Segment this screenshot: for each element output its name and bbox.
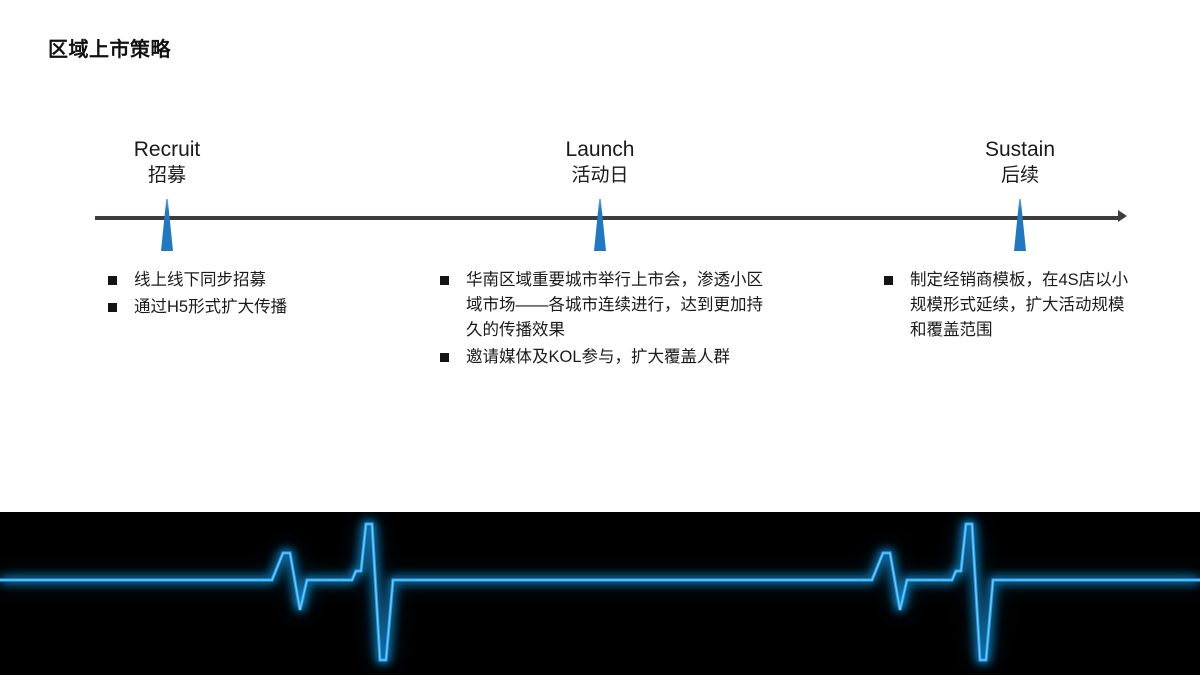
ecg-waveform-icon <box>0 522 1200 662</box>
milestone-label-group: Recruit 招募 <box>37 137 297 512</box>
bullet-square-icon <box>108 303 117 312</box>
milestone-label-en: Recruit <box>133 138 201 161</box>
page-title: 区域上市策略 <box>48 39 171 61</box>
timeline: Recruit 招募 Launch 活动日 Sustain 后续 <box>37 137 1150 512</box>
milestone-label-group: Launch 活动日 <box>470 137 730 512</box>
bullet-square-icon <box>440 276 449 285</box>
list-item: 华南区域重要城市举行上市会，渗透小区域市场——各城市连续进行，达到更加持久的传播… <box>440 268 766 343</box>
bullet-square-icon <box>440 353 449 362</box>
milestone-bullets-sustain: 制定经销商模板，在4S店以小规模形式延续，扩大活动规模和覆盖范围 <box>884 268 1134 345</box>
bullet-square-icon <box>108 276 117 285</box>
bullet-text: 华南区域重要城市举行上市会，渗透小区域市场——各城市连续进行，达到更加持久的传播… <box>466 271 763 339</box>
milestone-bullets-recruit: 线上线下同步招募 通过H5形式扩大传播 <box>108 268 398 322</box>
milestone-label-en: Sustain <box>984 138 1056 161</box>
list-item: 通过H5形式扩大传播 <box>108 295 398 320</box>
bullet-text: 通过H5形式扩大传播 <box>134 298 288 316</box>
milestone-label-cn: 招募 <box>147 165 186 186</box>
bullet-text: 邀请媒体及KOL参与，扩大覆盖人群 <box>466 348 731 366</box>
list-item: 邀请媒体及KOL参与，扩大覆盖人群 <box>440 345 766 370</box>
list-item: 制定经销商模板，在4S店以小规模形式延续，扩大活动规模和覆盖范围 <box>884 268 1134 343</box>
milestone-label-cn: 活动日 <box>571 165 629 186</box>
bullet-text: 线上线下同步招募 <box>134 271 266 289</box>
bullet-square-icon <box>884 276 893 285</box>
milestone-label-cn: 后续 <box>1000 165 1039 186</box>
milestone-label-en: Launch <box>565 138 635 161</box>
ecg-heartbeat-banner <box>0 512 1200 675</box>
milestone-bullets-launch: 华南区域重要城市举行上市会，渗透小区域市场——各城市连续进行，达到更加持久的传播… <box>440 268 766 372</box>
bullet-text: 制定经销商模板，在4S店以小规模形式延续，扩大活动规模和覆盖范围 <box>910 271 1129 339</box>
milestone-label-group: Sustain 后续 <box>890 137 1150 512</box>
timeline-arrow-icon <box>1118 210 1127 222</box>
timeline-axis-line <box>95 216 1120 220</box>
list-item: 线上线下同步招募 <box>108 268 398 293</box>
